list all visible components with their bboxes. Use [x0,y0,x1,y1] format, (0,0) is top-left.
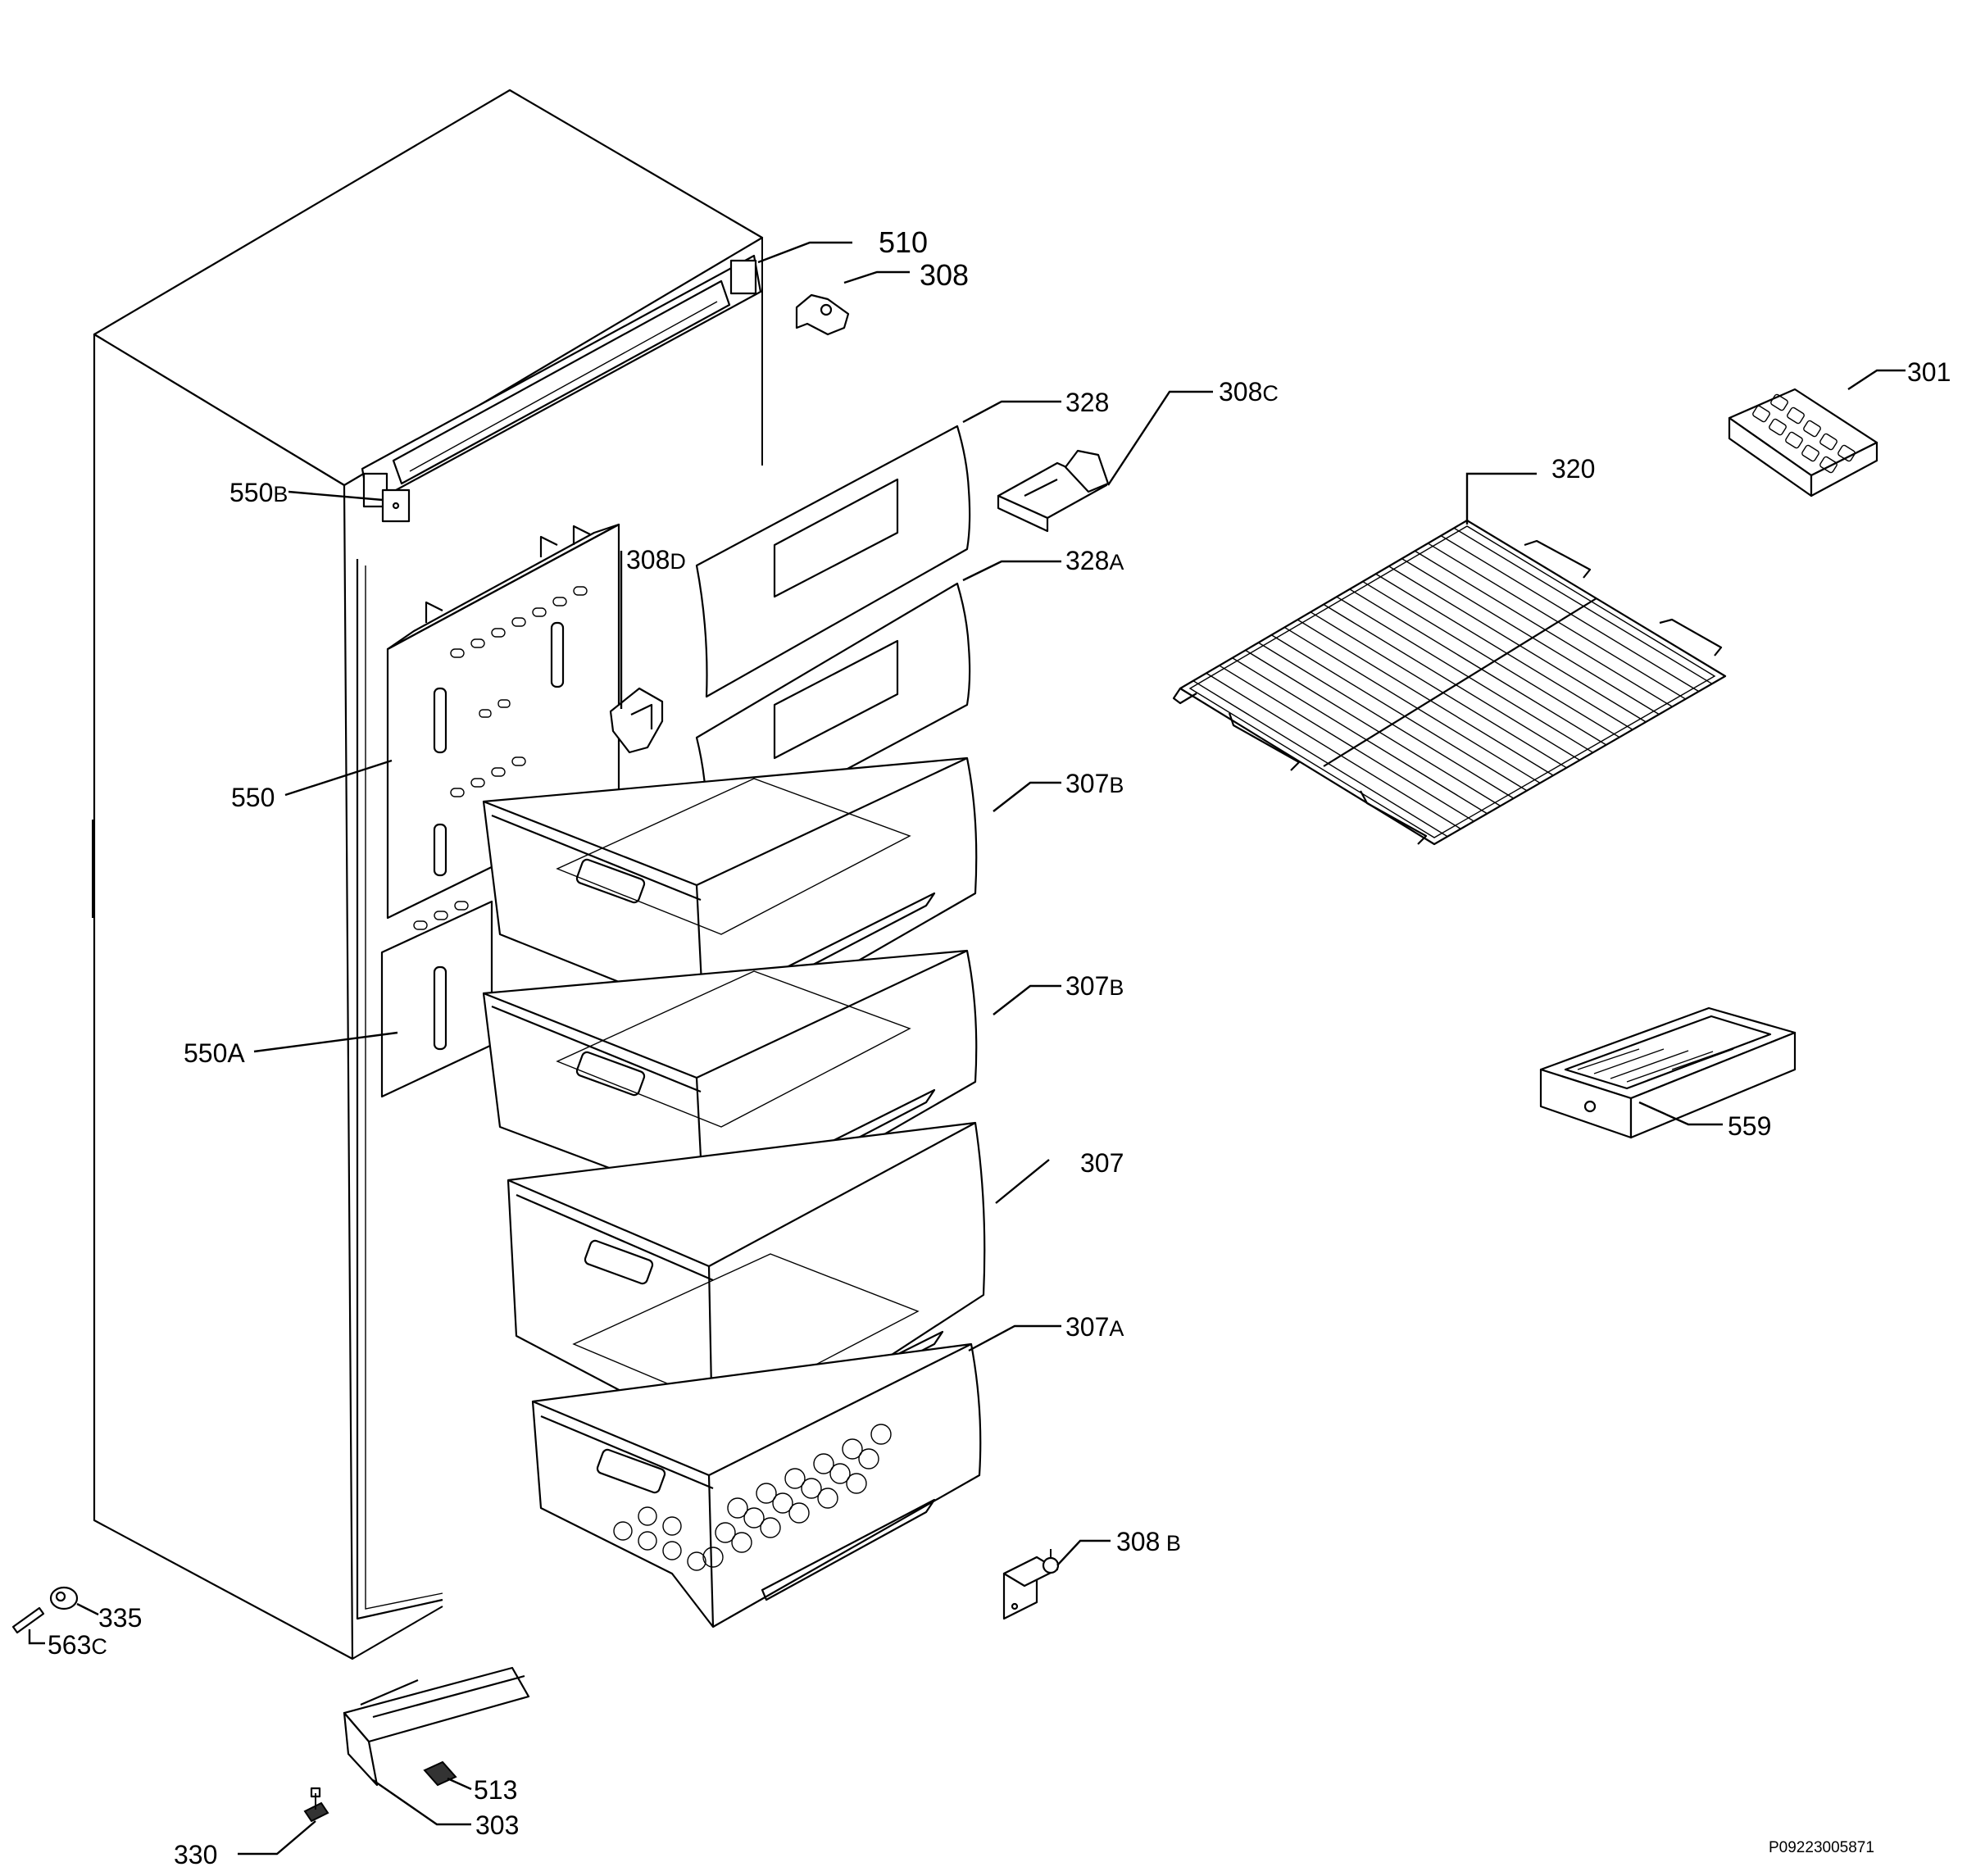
shelf-rod [1349,588,1607,746]
shelf-rod [1401,557,1660,715]
shelf-rod [1283,626,1541,784]
shelf-rod [1232,657,1488,815]
diagram-code: P09223005871 [1769,1839,1874,1856]
shelf-rod [1258,642,1515,799]
shelf-rod [1270,634,1528,792]
top-handle-trim-510 [361,254,762,508]
callout-307b-2: 307B [1065,971,1124,1001]
callout-510: 510 [879,225,928,259]
shelf-rod [1427,543,1686,700]
shelf-rod [1245,649,1501,807]
callout-307b-1: 307B [1065,769,1124,798]
callout-559: 559 [1728,1111,1771,1141]
shelf-rod [1453,527,1713,684]
lower-panel-550a [380,900,493,1098]
shelf-rod [1440,535,1700,693]
callout-513: 513 [474,1775,517,1805]
callout-307a: 307A [1065,1312,1124,1342]
callout-328: 328 [1065,388,1109,417]
leader-lines [28,241,1906,1856]
callout-308b: 308 B [1116,1527,1181,1556]
tray-559 [1539,1006,1797,1139]
drawer-307b-lower [482,949,978,1239]
callout-563c: 563C [48,1630,107,1660]
callout-330: 330 [174,1840,217,1869]
shelf-rod [1415,550,1673,707]
shelf-rod [1388,566,1647,723]
pin-563c [11,1606,45,1634]
shelf-rod [1192,680,1448,838]
wire-shelf-320 [1172,519,1727,846]
drawer-307a [531,1342,982,1628]
hinge-308b [1002,1549,1060,1620]
stop-335 [49,1586,79,1610]
callout-308: 308 [920,258,969,292]
shelf-rod [1362,580,1620,738]
shelf-rod [1297,619,1554,776]
shelf-rod [1206,672,1461,829]
shelf-rod [1310,611,1567,769]
drawer-307 [507,1121,986,1473]
callout-301: 301 [1907,357,1951,387]
cabinet-body [92,89,764,1660]
plinth-303 [343,1666,530,1787]
shelf-rod [1336,596,1593,753]
callout-550a: 550A [184,1038,245,1068]
foot-330 [303,1787,329,1823]
flap-328 [695,425,971,698]
hinge-308c [997,449,1110,533]
callout-320: 320 [1551,454,1595,484]
shelf-rod [1375,573,1633,730]
ice-cube-tray-301 [1728,388,1878,497]
callout-307: 307 [1080,1148,1124,1178]
callout-308c: 308C [1219,377,1279,407]
bracket-550b [381,488,411,523]
clip-513 [423,1760,457,1787]
shelf-rod [1219,665,1474,822]
callout-328a: 328A [1065,546,1124,575]
callout-335: 335 [98,1603,142,1633]
shelf-rod [1323,603,1580,761]
callout-550: 550 [231,783,275,812]
callout-303: 303 [475,1810,519,1840]
callouts: 510 308 328 308C 301 320 550B 308D 328A … [48,225,1951,1869]
hinge-308 [795,293,850,336]
callout-308d: 308D [626,545,686,575]
callout-550b: 550B [229,478,288,507]
hinge-308d [609,687,664,754]
